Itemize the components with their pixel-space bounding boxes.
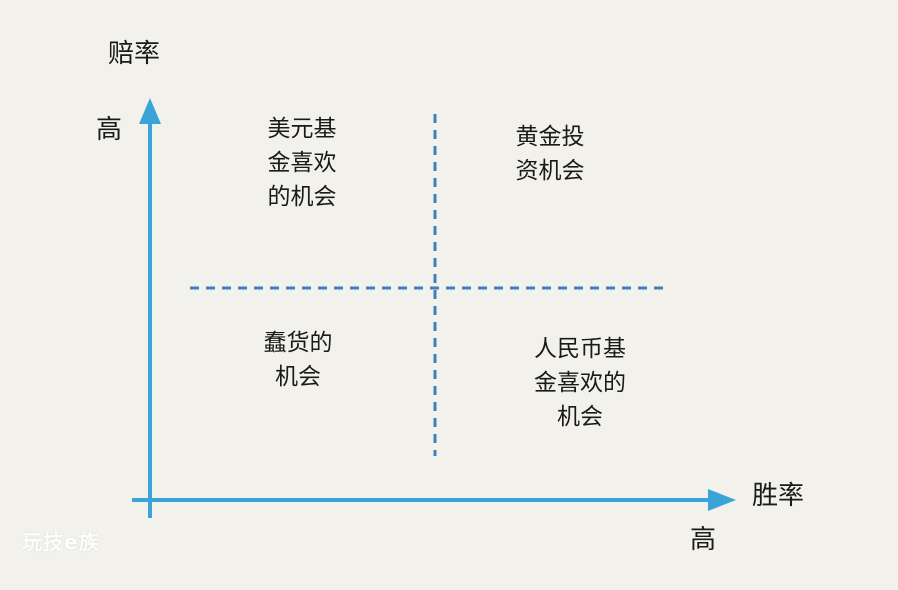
quadrant-bottom-right-label: 人民币基 金喜欢的 机会 [534,336,626,430]
y-axis-title: 赔率 [108,39,161,69]
x-axis-arrow [708,489,736,511]
watermark-logo: 玩技e族 [22,530,100,554]
y-axis-arrow [139,98,161,124]
x-axis-title: 胜率 [752,481,805,511]
quadrant-top-right-label: 黄金投 资机会 [515,124,585,184]
x-axis-high-label: 高 [690,525,717,555]
quadrant-bottom-left-label: 蠢货的 机会 [263,330,333,390]
quadrant-top-left-label: 美元基 金喜欢 的机会 [267,116,337,210]
y-axis-high-label: 高 [96,115,123,145]
